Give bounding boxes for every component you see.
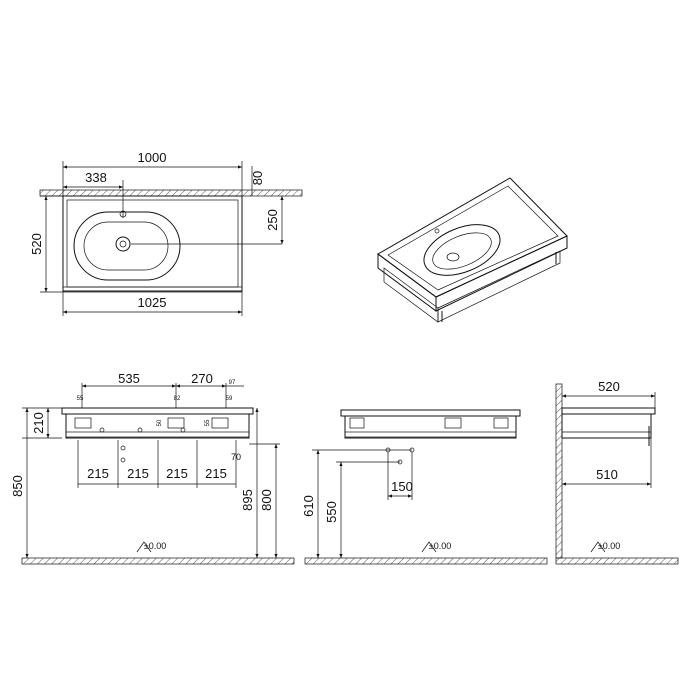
top-wall (39, 189, 303, 197)
dim-250-label: 250 (265, 209, 280, 231)
front-base (65, 431, 250, 438)
dim-520-side-label: 520 (598, 379, 620, 394)
floor-level-label: ±0.00 (429, 541, 451, 551)
front-bracket-left (74, 417, 92, 429)
dim-55-mid-label: 55 (205, 419, 211, 426)
level-marker-icon (421, 541, 437, 553)
center-cabinet (344, 415, 517, 439)
dim-850-label: 850 (10, 475, 25, 497)
center-bracket-right (493, 417, 509, 429)
dim-55-left-label: 55 (77, 396, 84, 402)
front-hole (120, 445, 126, 451)
top-drain-core (119, 240, 127, 248)
iso-drain-icon (446, 252, 460, 262)
center-view: 610 550 150 ±0.00 (301, 409, 548, 565)
dim-59-label: 59 (226, 396, 233, 402)
center-bracket-mid (444, 417, 462, 429)
top-bowl-inner (83, 221, 169, 271)
iso-top-inner (387, 185, 559, 291)
dim-150-label: 150 (391, 479, 413, 494)
level-marker-icon (590, 541, 606, 553)
dim-510-label: 510 (596, 467, 618, 482)
dim-535-label: 535 (118, 371, 140, 386)
dim-800-label: 800 (259, 489, 274, 511)
iso-bowl-inner (432, 232, 492, 270)
floor-level-label: ±0.00 (598, 541, 620, 551)
front-hole (180, 427, 186, 433)
side-wall (555, 383, 563, 559)
side-cabinet (561, 413, 652, 439)
dim-520-label: 520 (29, 233, 44, 255)
center-base (344, 431, 517, 438)
iso-cabinet-side (437, 250, 561, 323)
dim-610-label: 610 (301, 495, 316, 517)
dim-338-label: 338 (85, 170, 107, 185)
dim-210-label: 210 (31, 412, 46, 434)
dim-97-label: 97 (229, 380, 236, 386)
iso-tap-hole-icon (434, 228, 440, 234)
dim-82-label: 82 (174, 396, 181, 402)
front-hole (120, 457, 126, 463)
dim-270-label: 270 (191, 371, 213, 386)
dim-215-label-1: 215 (87, 466, 109, 481)
dim-80-label: 80 (250, 171, 265, 185)
front-floor (21, 557, 295, 565)
iso-top-surface (377, 177, 568, 298)
front-cabinet (65, 413, 250, 439)
front-hole (99, 427, 105, 433)
iso-bowl-outer (423, 224, 501, 276)
center-worktop (340, 409, 521, 417)
front-hole (137, 427, 143, 433)
isometric-view (377, 177, 568, 323)
front-worktop (61, 407, 254, 415)
side-floor (555, 557, 679, 565)
dim-215-label-3: 215 (166, 466, 188, 481)
dim-215-label-4: 215 (205, 466, 227, 481)
top-base-strip (62, 286, 243, 293)
dim-895-label: 895 (240, 489, 255, 511)
center-floor (304, 557, 548, 565)
top-bowl-outer (73, 211, 181, 281)
top-drain-icon (115, 236, 131, 252)
side-worktop (561, 407, 656, 415)
dim-215-label-2: 215 (127, 466, 149, 481)
level-marker-icon (136, 541, 152, 553)
dim-1025-label: 1025 (138, 295, 167, 310)
iso-cabinet-front (383, 267, 439, 323)
floor-level-label: ±0.00 (144, 541, 166, 551)
dim-70-label: 70 (231, 452, 241, 462)
dim-1000-label: 1000 (138, 150, 167, 165)
dim-50-label: 50 (157, 419, 163, 426)
front-bracket-right (211, 417, 229, 429)
top-basin-outline (62, 195, 243, 292)
dim-550-label: 550 (324, 501, 339, 523)
front-bracket-mid (167, 417, 185, 429)
top-view: 1000 338 520 80 250 1025 (29, 150, 303, 316)
front-view: 535 270 97 55 82 59 50 55 210 215 215 21… (10, 371, 295, 565)
center-bracket-left (349, 417, 365, 429)
side-view: 520 510 ±0.00 (555, 379, 679, 565)
